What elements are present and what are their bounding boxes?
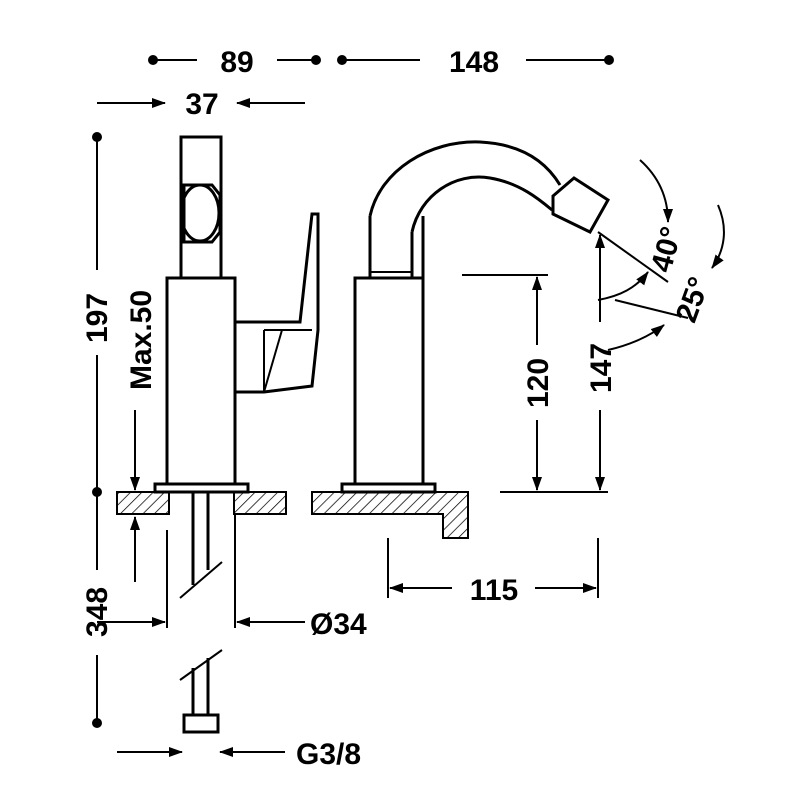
counter-section-left [116, 491, 287, 515]
dimension-37: 37 [97, 88, 305, 121]
dim-89-label: 89 [220, 46, 253, 79]
supply-pipe [179, 492, 223, 734]
dimension-148: 148 [337, 46, 614, 79]
dimension-g38: G3/8 [117, 738, 361, 771]
dim-d34-label: Ø34 [310, 608, 367, 641]
dimension-115: 115 [387, 538, 599, 607]
dim-g38-label: G3/8 [296, 738, 361, 771]
faucet-side-view [153, 135, 320, 494]
dimension-348: 348 [81, 492, 114, 728]
dim-147-label: 147 [585, 343, 618, 393]
dim-max50-label: Max.50 [125, 290, 158, 390]
dim-115-label: 115 [470, 574, 518, 607]
dimension-max50: Max.50 [125, 290, 158, 582]
dimension-120: 120 [462, 274, 608, 493]
dimension-d34: Ø34 [97, 514, 367, 641]
dimension-197: 197 [81, 132, 114, 497]
dim-120-label: 120 [522, 358, 555, 408]
dim-348-label: 348 [81, 587, 114, 637]
dim-148-label: 148 [449, 46, 499, 79]
dim-197-label: 197 [81, 293, 114, 343]
dim-40-label: 40° [645, 223, 689, 275]
dimension-angle-40: 40° [597, 159, 689, 301]
counter-section-right [311, 491, 469, 539]
dim-25-label: 25° [670, 273, 717, 327]
faucet-front-view [340, 140, 610, 494]
dim-37-label: 37 [185, 88, 218, 121]
dimension-147: 147 [585, 234, 618, 491]
dimension-89: 89 [148, 46, 321, 79]
